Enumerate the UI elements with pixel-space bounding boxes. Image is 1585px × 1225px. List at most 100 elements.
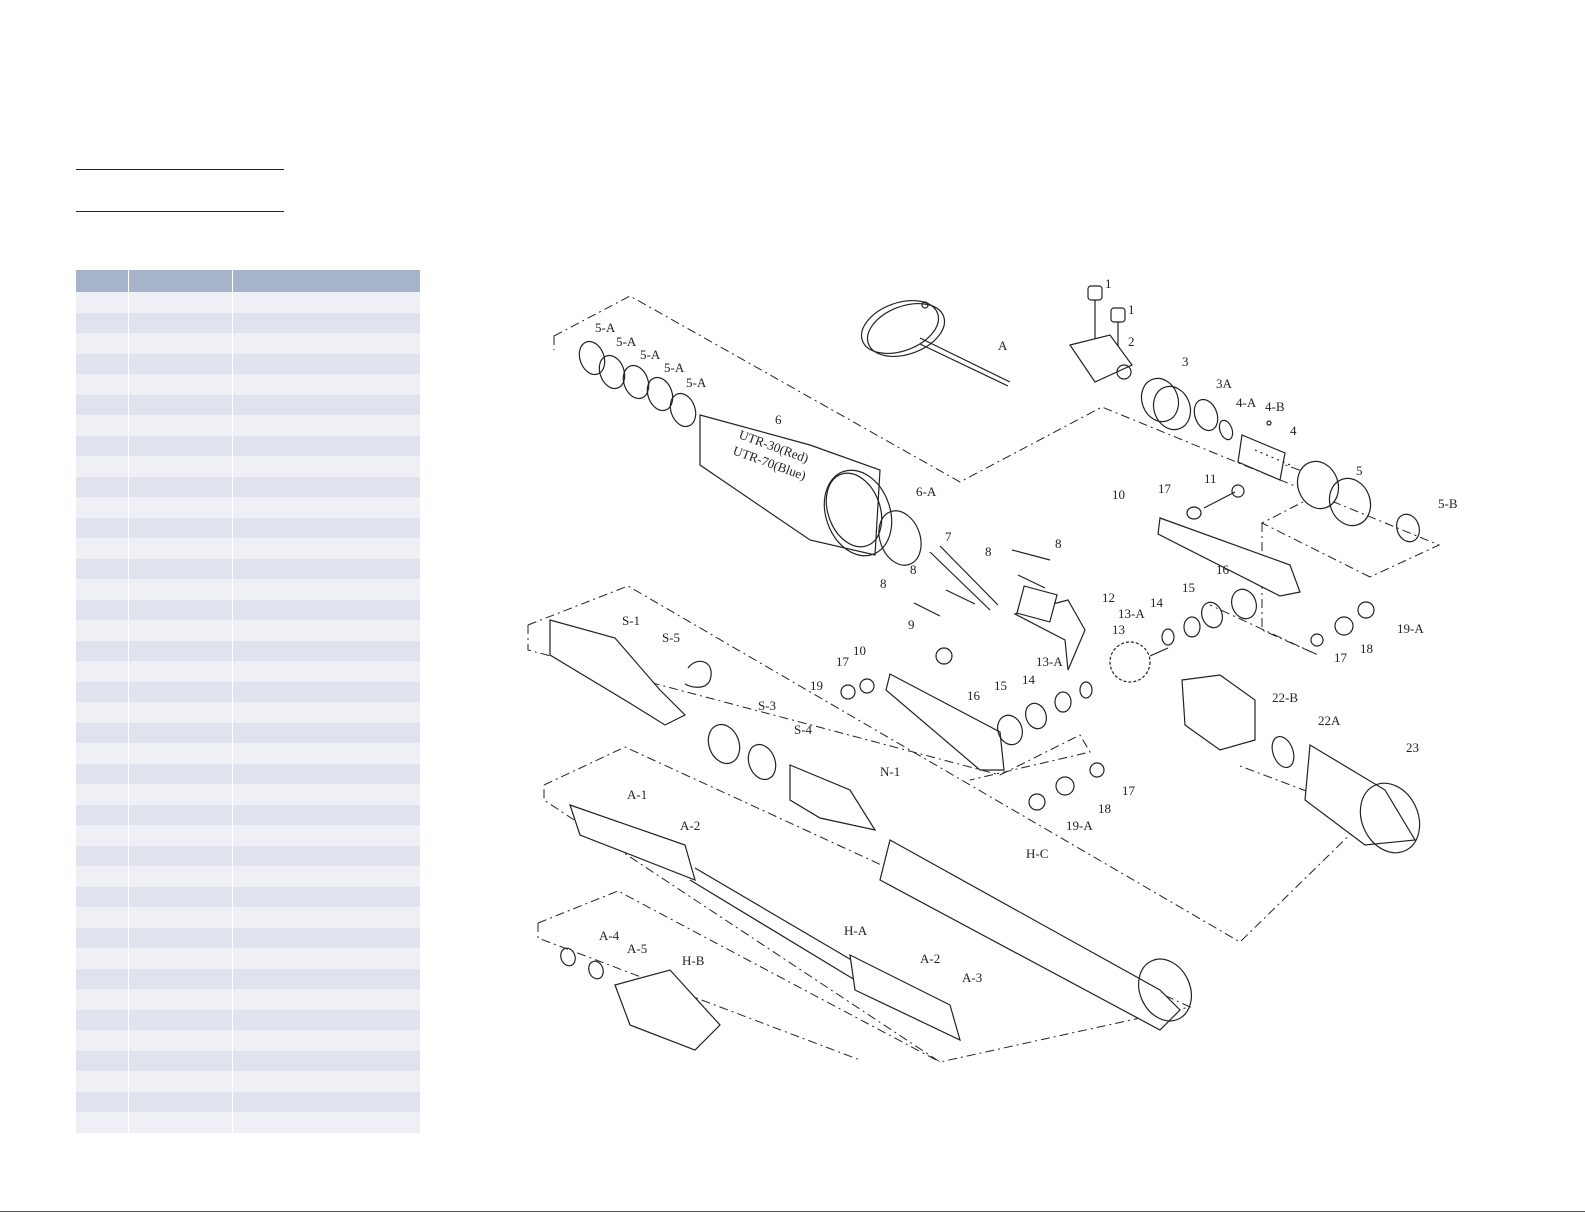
table-cell: [76, 845, 129, 866]
part-label: 4-A: [1236, 395, 1257, 410]
table-cell: [128, 1112, 233, 1133]
table-cell: [76, 681, 129, 702]
part-s4-o-ring: [747, 743, 777, 781]
table-cell: [232, 292, 420, 313]
part-label: A-5: [627, 941, 647, 956]
table-cell: [232, 702, 420, 723]
part-label: 6-A: [916, 484, 937, 499]
table-cell: [128, 784, 233, 805]
title-rule-top: [76, 169, 284, 170]
table-row: [76, 681, 420, 702]
table-cell: [128, 907, 233, 928]
table-cell: [232, 394, 420, 415]
part-n1-nut: [789, 764, 877, 831]
table-cell: [232, 415, 420, 436]
part-label: A-3: [962, 970, 982, 985]
part-label: 22A: [1318, 713, 1341, 728]
table-cell: [76, 661, 129, 682]
table-cell: [232, 456, 420, 477]
part-a5-washer: [588, 960, 604, 980]
table-cell: [232, 1091, 420, 1112]
part-label: S-1: [622, 613, 640, 628]
part-5a-o-rings: [578, 340, 697, 428]
table-cell: [128, 763, 233, 784]
part-4a-washer: [1218, 419, 1234, 441]
part-4-cylinder: [1237, 420, 1291, 481]
table-cell: [232, 763, 420, 784]
table-cell: [232, 1071, 420, 1092]
part-label: 17: [1158, 481, 1172, 496]
table-row: [76, 620, 420, 641]
table-cell: [128, 1009, 233, 1030]
table-cell: [232, 1050, 420, 1071]
part-label: 5-A: [616, 334, 637, 349]
table-cell: [232, 640, 420, 661]
table-row: [76, 784, 420, 805]
part-6a-o-ring: [878, 510, 922, 566]
table-row: [76, 435, 420, 456]
table-row: [76, 968, 420, 989]
column-header-part-number: [128, 270, 233, 292]
table-row: [76, 1071, 420, 1092]
table-row: [76, 640, 420, 661]
part-label: 19: [810, 678, 823, 693]
part-label: H-C: [1026, 846, 1048, 861]
table-cell: [76, 415, 129, 436]
table-cell: [232, 886, 420, 907]
table-row: [76, 312, 420, 333]
table-row: [76, 927, 420, 948]
table-cell: [232, 599, 420, 620]
table-cell: [128, 825, 233, 846]
table-cell: [232, 866, 420, 887]
table-cell: [76, 353, 129, 374]
part-label: 13-A: [1036, 654, 1063, 669]
table-row: [76, 661, 420, 682]
part-label: A-1: [627, 787, 647, 802]
part-8-screws: [913, 549, 1051, 617]
table-row: [76, 1030, 420, 1051]
table-row: [76, 374, 420, 395]
table-cell: [76, 743, 129, 764]
part-12-block: [1016, 585, 1058, 623]
table-cell: [128, 948, 233, 969]
part-label: 1: [1128, 302, 1135, 317]
part-label: 8: [880, 576, 887, 591]
table-cell: [232, 497, 420, 518]
part-label: 9: [908, 617, 915, 632]
part-label: 6: [775, 412, 782, 427]
part-label: S-5: [662, 630, 680, 645]
table-cell: [232, 681, 420, 702]
table-cell: [128, 435, 233, 456]
table-cell: [128, 497, 233, 518]
part-label: 19-A: [1066, 818, 1093, 833]
table-cell: [232, 1030, 420, 1051]
table-cell: [232, 558, 420, 579]
table-cell: [76, 927, 129, 948]
part-label: 17: [1122, 783, 1136, 798]
part-7-pin: [929, 545, 999, 611]
table-cell: [232, 435, 420, 456]
table-row: [76, 497, 420, 518]
part-label: S-3: [758, 698, 776, 713]
table-cell: [76, 784, 129, 805]
part-3a-ring: [1193, 398, 1219, 432]
table-cell: [128, 927, 233, 948]
part-label: 3A: [1216, 376, 1233, 391]
part-label: 5-A: [664, 360, 685, 375]
part-label: 11: [1204, 471, 1217, 486]
table-cell: [232, 538, 420, 559]
table-cell: [76, 1071, 129, 1092]
table-cell: [76, 620, 129, 641]
table-cell: [76, 825, 129, 846]
part-label: A-2: [920, 951, 940, 966]
column-header-description: [232, 270, 420, 292]
table-cell: [128, 866, 233, 887]
part-label: 4: [1290, 423, 1297, 438]
table-row: [76, 1112, 420, 1133]
part-label: 16: [1216, 562, 1230, 577]
table-cell: [128, 989, 233, 1010]
part-5-rotor: [1296, 460, 1372, 527]
table-cell: [76, 312, 129, 333]
table-row: [76, 476, 420, 497]
part-label: A-4: [599, 928, 620, 943]
